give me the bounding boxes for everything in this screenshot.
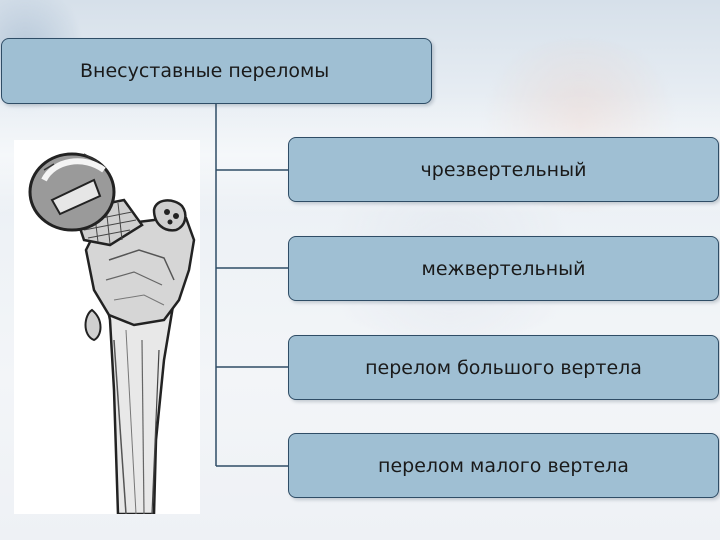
subtype-label: перелом большого вертела bbox=[365, 356, 642, 379]
subtype-label: перелом малого вертела bbox=[378, 454, 629, 477]
subtype-box-lesser-trochanter: перелом малого вертела bbox=[288, 433, 719, 498]
subtype-box-intertrochanteric: межвертельный bbox=[288, 236, 719, 301]
subtype-box-pertrochanteric: чрезвертельный bbox=[288, 137, 719, 202]
femur-bone-icon bbox=[28, 152, 196, 514]
main-category-box: Внесуставные переломы bbox=[1, 38, 432, 104]
subtype-label: межвертельный bbox=[421, 257, 586, 280]
main-category-title: Внесуставные переломы bbox=[80, 60, 330, 82]
subtype-box-greater-trochanter: перелом большого вертела bbox=[288, 335, 719, 400]
subtype-label: чрезвертельный bbox=[420, 158, 587, 181]
femur-illustration-panel bbox=[14, 140, 200, 514]
